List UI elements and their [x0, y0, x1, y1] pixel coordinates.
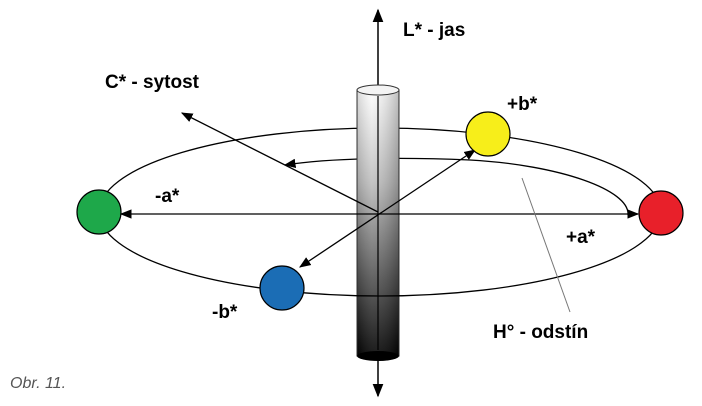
lightness-label: L* - jas — [403, 20, 465, 41]
yellow-plus-b-circle — [465, 111, 511, 157]
red-plus-a-circle — [638, 190, 684, 236]
hue-angle-arrow — [283, 157, 629, 216]
blue-minus-b-circle — [259, 265, 305, 311]
hue-ring-front — [98, 211, 662, 297]
b-axis — [299, 149, 476, 268]
hue-leader-line — [521, 177, 571, 313]
minus-b-label: -b* — [212, 302, 238, 323]
chroma-vector — [180, 112, 379, 213]
minus-a-label: -a* — [155, 186, 180, 207]
plus-b-label: +b* — [507, 94, 538, 115]
chroma-label: C* - sytost — [105, 72, 200, 93]
plus-a-label: +a* — [566, 227, 596, 248]
figure-caption: Obr. 11. — [10, 375, 66, 392]
hue-label: H° - odstín — [493, 322, 588, 343]
green-minus-a-circle — [76, 189, 122, 235]
